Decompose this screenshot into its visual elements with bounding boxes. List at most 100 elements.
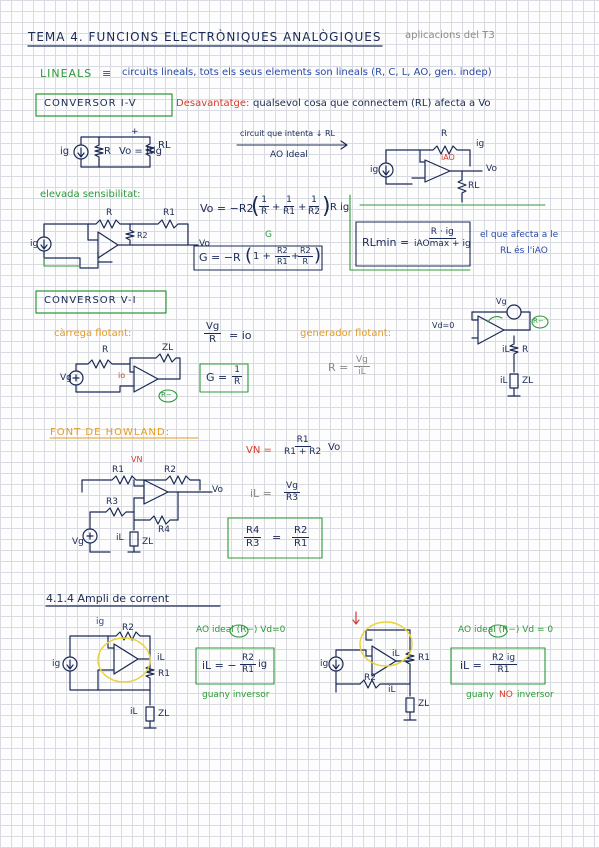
sens-label: elevada sensibilitat: bbox=[40, 189, 141, 200]
ampli-left-lhs: iL = − bbox=[202, 659, 237, 672]
g-label: G bbox=[265, 230, 272, 240]
sens-circuit bbox=[36, 219, 199, 269]
rlmin-note-2: RL és l'iAO bbox=[500, 246, 548, 256]
ampli-loop-yellow-left bbox=[97, 637, 151, 683]
formula1-plus1: + bbox=[272, 202, 281, 213]
label-ig-right: ig bbox=[476, 139, 485, 149]
formula2-lhs: G = −R bbox=[199, 251, 241, 264]
g-formula-box bbox=[193, 245, 323, 271]
formula2-open: ( bbox=[245, 245, 253, 266]
formula2-close: ) bbox=[314, 245, 322, 266]
generador-rminus-circle bbox=[531, 315, 549, 329]
carrega-label-io: io bbox=[118, 371, 126, 380]
label-vo-right: Vo bbox=[486, 164, 497, 174]
page-title: TEMA 4. FUNCIONS ELECTRÒNIQUES ANALÒGIQU… bbox=[28, 30, 382, 44]
ampli-r-il: iL bbox=[392, 649, 400, 659]
carrega-label-r: R bbox=[102, 345, 109, 355]
label-r-right: R bbox=[441, 129, 448, 139]
label-r: R bbox=[104, 146, 111, 157]
formula1-plus2: + bbox=[298, 202, 307, 213]
ampli-r-il2: iL bbox=[388, 685, 396, 695]
conversor-vi-title: CONVERSOR V-I bbox=[44, 295, 137, 306]
carrega-rminus: R− bbox=[161, 391, 172, 399]
sens-label-r: R bbox=[106, 208, 113, 218]
page-subtitle: aplicacions del T3 bbox=[405, 30, 495, 41]
formula1-tail: R ig bbox=[330, 202, 350, 213]
ampli-right-note: AO ideal (R−) Vd = 0 bbox=[458, 625, 554, 635]
vi-g-lhs: G = bbox=[206, 371, 228, 384]
sens-ground bbox=[43, 257, 81, 267]
plus-sign: + bbox=[131, 127, 139, 137]
ampli-noinversor-box bbox=[450, 647, 546, 685]
ampli-r-r2: R2 bbox=[364, 673, 376, 683]
label-rl: RL bbox=[158, 140, 171, 151]
ampli-inversor-box bbox=[195, 647, 275, 685]
sens-label-r2: R2 bbox=[137, 231, 148, 240]
formula2-plus: + bbox=[291, 251, 300, 262]
ampli-l-zl: ZL bbox=[158, 709, 170, 719]
ampli-r-zl: ZL bbox=[418, 699, 430, 709]
il-lhs: iL = bbox=[250, 487, 272, 500]
label-ig: ig bbox=[60, 146, 70, 157]
vn-tail: Vo bbox=[328, 442, 341, 453]
gen-label-zl: ZL bbox=[522, 376, 534, 386]
howland-label-zl: ZL bbox=[142, 537, 154, 547]
gen-label-il: iL bbox=[502, 345, 510, 355]
formula2-one: 1 + bbox=[253, 251, 271, 262]
vn-lhs: VN = bbox=[246, 445, 272, 456]
ampli-r-r1: R1 bbox=[418, 653, 430, 663]
howland-label-r4: R4 bbox=[158, 525, 170, 535]
gen-label-r: R bbox=[522, 345, 529, 355]
ampli-l-ig: ig bbox=[96, 617, 105, 627]
howland-label-il: iL bbox=[116, 533, 124, 543]
howland-label-r1: R1 bbox=[112, 465, 124, 475]
carrega-label: càrrega flotant: bbox=[54, 328, 132, 339]
gen-label-il2: iL bbox=[500, 376, 508, 386]
vd-label: Vd=0 bbox=[432, 321, 455, 330]
g-1r-box bbox=[199, 363, 249, 393]
formula1-close: ) bbox=[322, 194, 331, 219]
ampli-l-il2: iL bbox=[130, 707, 138, 717]
ampli-right-lhs: iL = bbox=[460, 659, 482, 672]
howland-label-r3: R3 bbox=[106, 497, 118, 507]
generador-label: generador flotant: bbox=[300, 328, 392, 339]
howland-label-vn: VN bbox=[131, 455, 143, 464]
carrega-rminus-circle bbox=[158, 389, 178, 403]
lineals-text: circuits lineals, tots els seus elements… bbox=[122, 67, 492, 78]
ampli-left-note: AO ideal (R−) Vd=0 bbox=[196, 625, 286, 635]
conversor-iv-box bbox=[35, 93, 173, 117]
label-ig-src: ig bbox=[370, 165, 379, 175]
rlmin-note-1: el que afecta a le bbox=[480, 230, 559, 240]
lineals-label: LINEALS bbox=[40, 67, 93, 80]
arrow-bottom-text: AO Ideal bbox=[270, 150, 308, 160]
iv-basic-circuit bbox=[73, 136, 155, 168]
iv-basic-formula: Vo = Rig bbox=[119, 146, 162, 157]
conversor-vi-box bbox=[35, 290, 167, 314]
carrega-label-zl: ZL bbox=[162, 343, 174, 353]
rlmin-box bbox=[355, 221, 471, 267]
sens-label-ig: ig bbox=[30, 239, 39, 249]
howland-label-r2: R2 bbox=[164, 465, 176, 475]
desavantatge-text: qualsevol cosa que connectem (RL) afecta… bbox=[253, 98, 491, 109]
desavantatge-label: Desavantatge: bbox=[176, 98, 250, 109]
vi-r-lhs: R = bbox=[328, 361, 349, 374]
lineals-equiv: ≡ bbox=[102, 67, 112, 80]
ampli-l-ig-src: ig bbox=[52, 659, 61, 669]
ampli-left-tail: ig bbox=[258, 659, 268, 670]
ampli-loop-yellow-right bbox=[359, 621, 413, 667]
sens-label-vo: Vo bbox=[199, 239, 210, 249]
howland-title: FONT DE HOWLAND: bbox=[50, 427, 171, 438]
ampli-l-r2: R2 bbox=[122, 623, 134, 633]
